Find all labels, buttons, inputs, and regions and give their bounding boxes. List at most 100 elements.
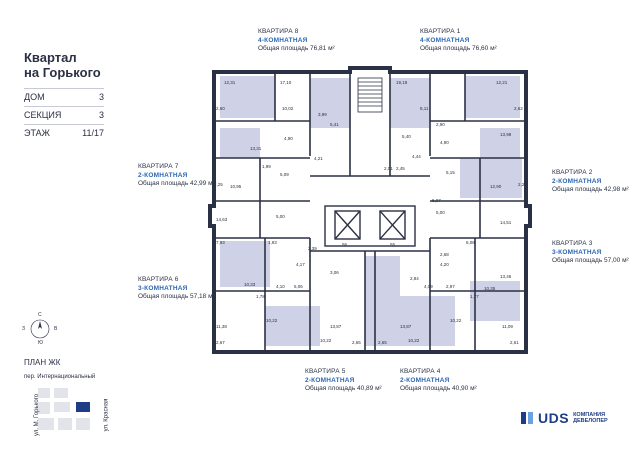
room-area: 13,46 — [500, 274, 512, 279]
room-area: 1,93 — [268, 240, 277, 245]
room-area: 6,06 — [294, 284, 303, 289]
apt6-room — [265, 306, 320, 346]
room-area: 5,40 — [402, 134, 411, 139]
site-plan-map — [38, 388, 90, 430]
apt4-room — [400, 296, 455, 346]
inner-walls — [214, 72, 526, 352]
apartment-3-label[interactable]: КВАРТИРА 3 3-КОМНАТНАЯ Общая площадь 57,… — [552, 240, 629, 266]
apartment-4-label[interactable]: КВАРТИРА 4 2-КОМНАТНАЯ Общая площадь 40,… — [400, 368, 477, 394]
uds-logo: UDS КОМПАНИЯ ДЕВЕЛОПЕР — [520, 410, 608, 426]
compass-east: В — [54, 326, 58, 332]
apartment-name: КВАРТИРА 3 — [552, 240, 593, 247]
info-house: ДОМ 3 — [24, 92, 104, 102]
room-area: 3,06 — [330, 270, 339, 275]
street-top: пер. Интернациональный — [24, 374, 96, 380]
apartment-area: Общая площадь 40,89 м² — [305, 385, 382, 392]
room-area: 3,99 — [318, 112, 327, 117]
street-left: ул. М. Горького — [34, 393, 41, 437]
apt6-bedroom — [220, 241, 270, 287]
apartment-2-label[interactable]: КВАРТИРА 2 2-КОМНАТНАЯ Общая площадь 42,… — [552, 169, 629, 195]
brand-name: UDS — [538, 410, 570, 426]
apartment-7-label[interactable]: КВАРТИРА 7 2-КОМНАТНАЯ Общая площадь 42,… — [138, 163, 215, 189]
apt3-bedroom — [470, 281, 520, 321]
room-area: 2,90 — [436, 122, 445, 127]
room-area: 11,38 — [216, 324, 227, 329]
info-label: СЕКЦИЯ — [24, 110, 62, 120]
site-current-building — [76, 402, 90, 412]
info-value: 11/17 — [82, 128, 104, 138]
room-area: 10,22 — [320, 338, 332, 343]
apartment-type: 4-КОМНАТНАЯ — [420, 36, 470, 44]
room-area: 4,10 — [276, 284, 285, 289]
apartment-type: 2-КОМНАТНАЯ — [305, 376, 355, 384]
apt5-room — [365, 256, 400, 346]
room-area: 4,90 — [284, 136, 293, 141]
brand-subtitle: КОМПАНИЯ ДЕВЕЛОПЕР — [573, 412, 608, 424]
stair-box — [357, 77, 383, 113]
apartment-name: КВАРТИРА 4 — [400, 368, 441, 375]
apartment-type: 2-КОМНАТНАЯ — [138, 171, 188, 179]
apartment-name: КВАРТИРА 2 — [552, 169, 593, 176]
room-area: 4,44 — [412, 154, 421, 159]
apartment-fills — [220, 76, 522, 346]
room-area: 12,31 — [224, 80, 236, 85]
info-floor: ЭТАЖ 11/17 — [24, 128, 104, 138]
apartment-area: Общая площадь 57,18 м² — [138, 293, 215, 300]
apartment-1-label[interactable]: КВАРТИРА 1 4-КОМНАТНАЯ Общая площадь 76,… — [420, 28, 497, 54]
apartment-8-label[interactable]: КВАРТИРА 8 4-КОМНАТНАЯ Общая площадь 76,… — [258, 28, 335, 54]
apt8-living — [310, 78, 350, 128]
apartment-type: 2-КОМНАТНАЯ — [552, 177, 602, 185]
room-area: 1,77 — [470, 294, 479, 299]
info-value: 3 — [98, 110, 104, 120]
street-right: ул. Красная — [103, 398, 110, 432]
room-area: 5,09 — [280, 172, 289, 177]
site-block — [58, 418, 72, 430]
apartment-name: КВАРТИРА 7 — [138, 163, 179, 170]
compass-west: З — [22, 326, 26, 332]
uds-logo-icon — [521, 412, 533, 424]
room-area: 5,41 — [330, 122, 339, 127]
apartment-type: 3-КОМНАТНАЯ — [138, 284, 188, 292]
room-area: 4,17 — [296, 262, 305, 267]
floor-plan: 12,31 17,10 10,02 3,99 5,41 19,18 8,11 1… — [208, 66, 532, 354]
apt2-kitchen — [480, 128, 520, 158]
room-area: 5,07 — [432, 198, 441, 203]
outer-walls — [208, 66, 532, 354]
room-area: 6,08 — [466, 240, 475, 245]
room-area: 56 — [342, 242, 348, 247]
apartment-6-label[interactable]: КВАРТИРА 6 3-КОМНАТНАЯ Общая площадь 57,… — [138, 276, 215, 302]
apartment-5-label[interactable]: КВАРТИРА 5 2-КОМНАТНАЯ Общая площадь 40,… — [305, 368, 382, 394]
site-block — [38, 388, 50, 398]
room-area: 2,60 — [216, 106, 225, 111]
room-area: 14,63 — [216, 217, 228, 222]
apartment-type: 3-КОМНАТНАЯ — [552, 248, 602, 256]
room-area: 11,09 — [502, 324, 513, 329]
room-area: 12,21 — [496, 80, 508, 85]
apartment-area: Общая площадь 76,60 м² — [420, 45, 497, 52]
room-area: 13,31 — [250, 146, 262, 151]
site-block — [54, 388, 68, 398]
site-block — [38, 418, 54, 430]
room-area: 19,18 — [396, 80, 408, 85]
compass: С Ю З В — [20, 312, 60, 346]
apartment-area: Общая площадь 42,98 м² — [552, 186, 629, 193]
apartment-name: КВАРТИРА 1 — [420, 28, 461, 35]
room-area: 10,22 — [408, 338, 420, 343]
info-value: 3 — [98, 92, 104, 102]
divider — [24, 106, 104, 107]
elevator-core — [324, 205, 416, 247]
divider — [24, 88, 104, 89]
room-area: 5,00 — [276, 214, 285, 219]
shaft-cross — [379, 210, 406, 240]
site-block — [38, 402, 50, 414]
plan-label: ПЛАН ЖК — [24, 358, 61, 367]
room-area: 2,45 — [396, 166, 405, 171]
apt1-bedroom — [465, 76, 520, 118]
room-area: 5,00 — [436, 210, 445, 215]
info-label: ЭТАЖ — [24, 128, 50, 138]
apartment-type: 4-КОМНАТНАЯ — [258, 36, 308, 44]
info-label: ДОМ — [24, 92, 45, 102]
room-area: 10,33 — [244, 282, 256, 287]
room-area: 10,22 — [266, 318, 278, 323]
apt2-living — [460, 158, 522, 198]
